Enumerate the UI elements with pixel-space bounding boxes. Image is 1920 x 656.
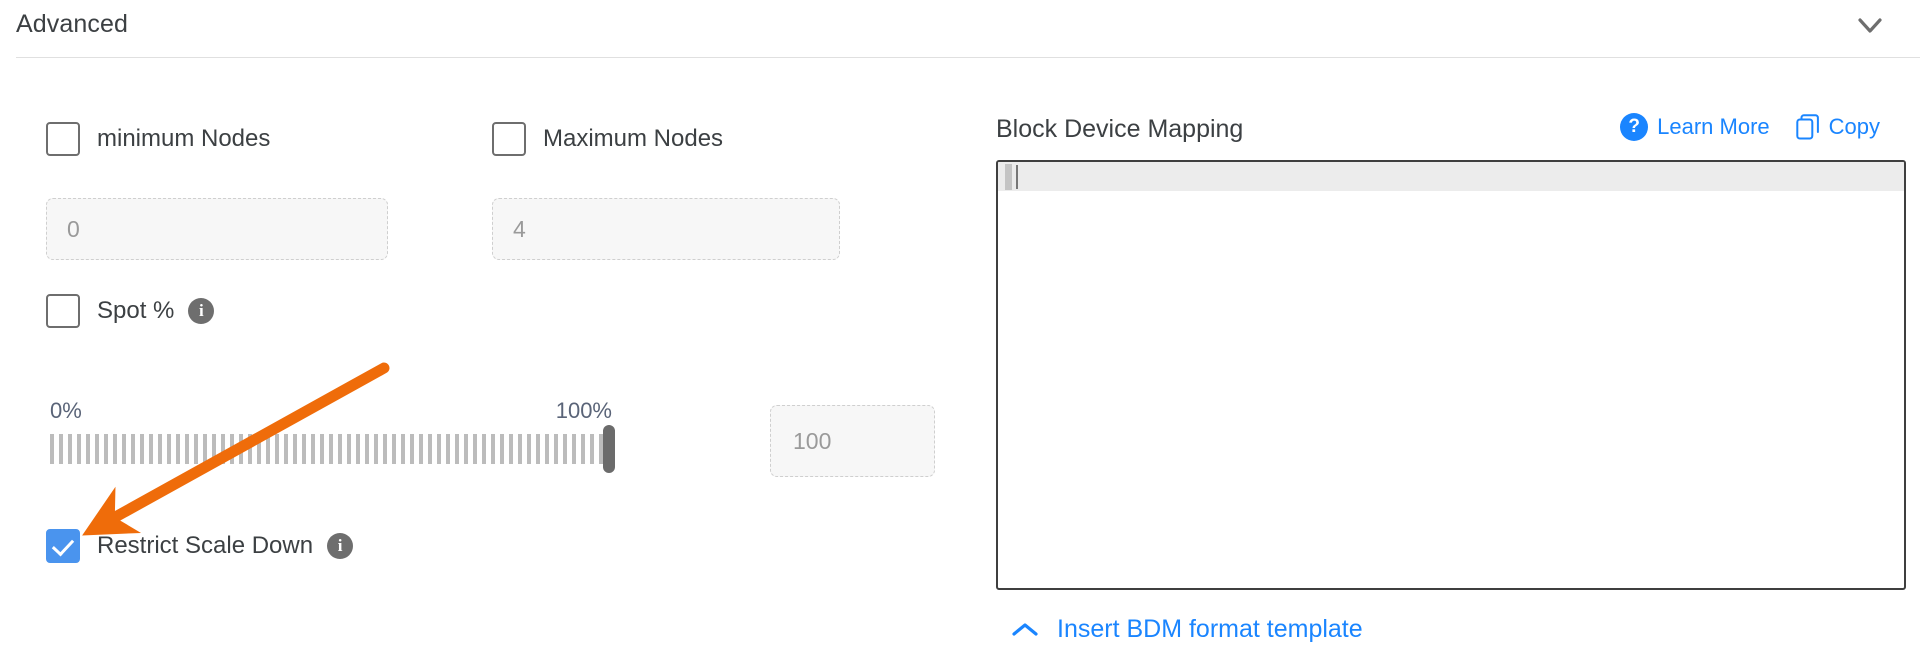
editor-gutter-marker [1005,164,1012,190]
spot-percent-value: 100 [793,427,832,454]
max-nodes-input-value: 4 [513,215,526,242]
bdm-code-editor[interactable] [996,160,1906,590]
max-nodes-input[interactable]: 4 [492,198,840,260]
insert-bdm-template-link[interactable]: Insert BDM format template [1010,615,1363,644]
spot-percent-value-input[interactable]: 100 [770,405,935,477]
min-nodes-row[interactable]: minimum Nodes [46,122,270,156]
slider-thumb[interactable] [603,425,615,473]
max-nodes-row[interactable]: Maximum Nodes [492,122,723,156]
restrict-scale-down-row[interactable]: Restrict Scale Down i [46,529,354,563]
insert-bdm-template-label: Insert BDM format template [1057,615,1363,643]
page-title: Advanced [16,10,128,38]
slider-scale-labels: 0% 100% [50,398,612,430]
editor-active-line [998,162,1904,191]
restrict-scale-down-checkbox[interactable] [46,529,80,563]
slider-track[interactable] [50,434,612,464]
learn-more-link[interactable]: ? Learn More [1620,113,1770,141]
copy-link[interactable]: Copy [1795,114,1880,140]
chevron-down-icon[interactable] [1848,8,1892,42]
bdm-actions: ? Learn More Copy [1620,113,1880,141]
spot-percent-label: Spot % [97,297,175,324]
slider-min-label: 0% [50,398,82,423]
copy-icon [1795,114,1820,140]
spot-percent-slider[interactable]: 0% 100% [50,398,615,473]
question-circle-icon: ? [1620,113,1649,141]
block-device-mapping-title: Block Device Mapping [996,115,1244,143]
slider-max-label: 100% [555,398,612,423]
spot-percent-info-icon[interactable]: i [188,298,215,324]
copy-label: Copy [1828,114,1880,139]
max-nodes-label: Maximum Nodes [543,125,724,152]
min-nodes-label: minimum Nodes [97,125,271,152]
min-nodes-input-value: 0 [67,215,80,242]
min-nodes-checkbox[interactable] [46,122,80,156]
learn-more-label: Learn More [1657,114,1770,139]
header-divider [16,57,1920,58]
chevron-up-icon [1010,620,1040,640]
advanced-section-header[interactable]: Advanced [0,0,1920,58]
spot-percent-row[interactable]: Spot % i [46,294,215,328]
editor-caret [1016,165,1018,189]
restrict-scale-down-info-icon[interactable]: i [327,533,354,559]
max-nodes-checkbox[interactable] [492,122,526,156]
min-nodes-input[interactable]: 0 [46,198,388,260]
restrict-scale-down-label: Restrict Scale Down [97,532,314,559]
spot-percent-checkbox[interactable] [46,294,80,328]
